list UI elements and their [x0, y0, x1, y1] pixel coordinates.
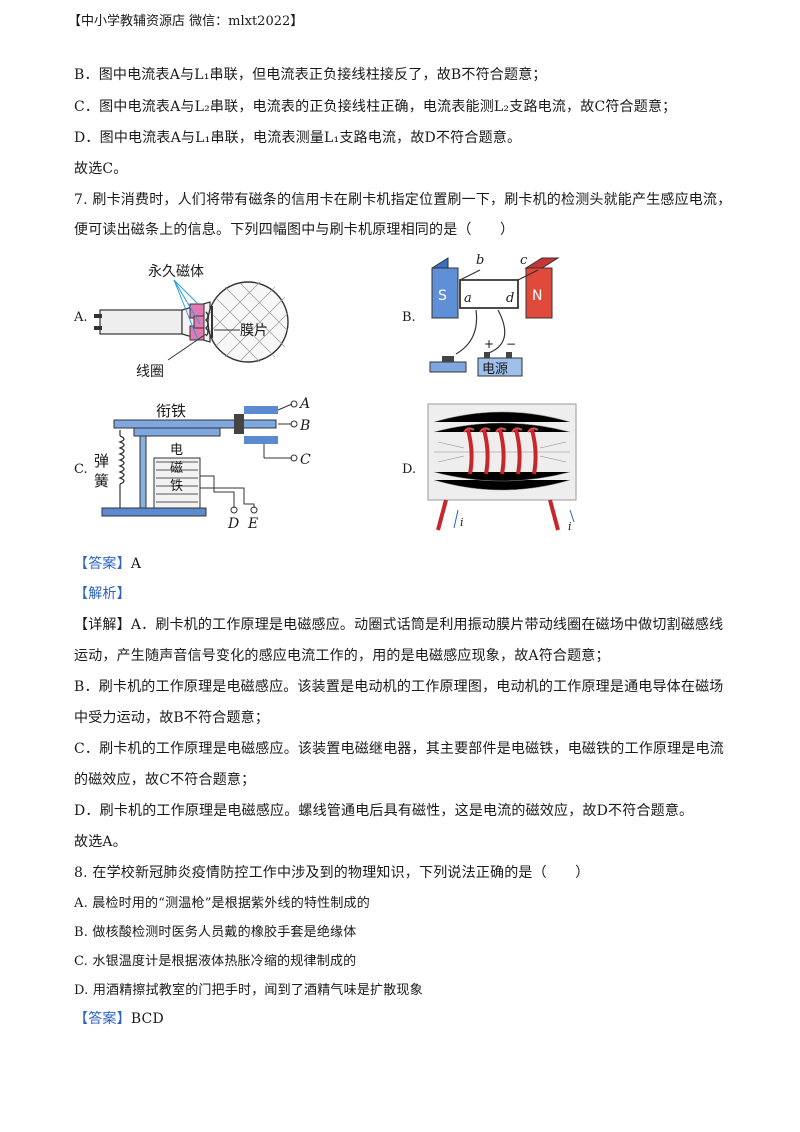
q7-figure-c-terminal-c-label: C: [300, 452, 311, 468]
q8-answer-tag: 【答案】: [74, 1011, 131, 1027]
q7-figure-a-magnet-label: 永久磁体: [148, 264, 204, 280]
q7-detail-b-line-2: 中受力运动，故B不符合题意；: [74, 710, 270, 726]
q7-figure-d-solenoid: i i: [427, 403, 577, 532]
q7-detail-b-line-1: B．刷卡机的工作原理是电磁感应。该装置是电动机的工作原理图，电动机的工作原理是通…: [74, 679, 724, 695]
q7-figure-d-current-label-1: i: [460, 516, 464, 529]
q7-figure-c-electromagnet-label-2: 磁: [170, 461, 183, 476]
q7-option-c-label: C.: [74, 462, 88, 477]
q7-figure-b-s-label: S: [438, 288, 447, 304]
q7-detail-a-line-1: 【详解】A．刷卡机的工作原理是电磁感应。动圈式话筒是利用振动膜片带动线圈在磁场中…: [74, 614, 723, 634]
q7-detail-c-line-1: C．刷卡机的工作原理是电磁感应。该装置电磁继电器，其主要部件是电磁铁，电磁铁的工…: [74, 741, 724, 757]
page-header: 【中小学教辅资源店 微信：mlxt2022】: [68, 14, 304, 29]
q7-figure-c-electromagnet-label-1: 电: [170, 443, 183, 458]
q7-figure-c-electromagnet-label-3: 铁: [170, 479, 183, 494]
q8-option-a: A. 晨检时用的“测温枪”是根据紫外线的特性制成的: [74, 896, 370, 911]
q7-figure-a-coil-label: 线圈: [136, 364, 164, 380]
q7-option-b-label: B.: [402, 310, 416, 325]
prev-option-d-text: D．图中电流表A与L₁串联，电流表测量L₁支路电流，故D不符合题意。: [74, 130, 522, 146]
q7-figure-a-microphone: 永久磁体 膜片 线圈: [94, 264, 289, 380]
q7-option-a-label: A.: [74, 310, 88, 325]
prev-option-c-text: C．图中电流表A与L₂串联，电流表的正负接线柱正确，电流表能测L₂支路电流，故C…: [74, 99, 677, 115]
q7-figure-b-b-label: b: [476, 253, 484, 268]
q7-answer: 【答案】A: [74, 553, 141, 573]
q7-analysis-tag: 【解析】: [74, 586, 131, 602]
q7-stem-line-1: 7. 刷卡消费时，人们将带有磁条的信用卡在刷卡机指定位置刷一下，刷卡机的检测头就…: [74, 192, 732, 208]
q7-figure-c-relay: 衔铁 弹 簧 电 磁 铁 A B C D E: [94, 396, 311, 532]
q7-figure-b-plus-label: +: [484, 337, 494, 351]
q7-figure-c-terminal-a-label: A: [298, 396, 310, 412]
q7-conclusion: 故选A。: [74, 834, 127, 850]
q8-answer: 【答案】BCD: [74, 1008, 164, 1028]
q8-option-c: C. 水银温度计是根据液体热胀冷缩的规律制成的: [74, 954, 357, 969]
q7-detail-c-line-2: 的磁效应，故C不符合题意；: [74, 772, 256, 788]
q7-figure-c-terminal-e-label: E: [247, 516, 258, 532]
q7-stem-line-2: 便可读出磁条上的信息。下列四幅图中与刷卡机原理相同的是（ ）: [74, 222, 515, 238]
q7-figure-b-n-label: N: [532, 288, 542, 304]
q7-figure-c-spring-label-2: 簧: [94, 472, 109, 490]
q7-detail-a-text-1: A．刷卡机的工作原理是电磁感应。动圈式话筒是利用振动膜片带动线圈在磁场中做切割磁…: [130, 617, 724, 633]
q7-detail-tag: 【详解】: [74, 617, 131, 633]
q7-answer-tag: 【答案】: [74, 556, 131, 572]
prev-option-b-text: B．图中电流表A与L₁串联，但电流表正负接线柱接反了，故B不符合题意；: [74, 67, 547, 83]
q7-figure-b-motor: S N a b c d + − 电源: [429, 253, 560, 377]
q7-figure-c-armature-label: 衔铁: [156, 402, 186, 420]
prev-conclusion: 故选C。: [74, 161, 128, 177]
q7-figure-b-d-label: d: [506, 291, 514, 306]
q7-figure-b-c-label: c: [520, 253, 528, 268]
q7-figure-b-source-label: 电源: [482, 362, 508, 377]
q7-figure-c-terminal-b-label: B: [299, 418, 310, 434]
q7-figure-c-spring-label-1: 弹: [94, 452, 109, 470]
q8-answer-value: BCD: [130, 1011, 164, 1027]
q8-option-b: B. 做核酸检测时医务人员戴的橡胶手套是绝缘体: [74, 925, 357, 940]
q7-answer-value: A: [130, 556, 142, 572]
q7-option-d-label: D.: [402, 462, 417, 477]
q8-option-d: D. 用酒精擦拭教室的门把手时，闻到了酒精气味是扩散现象: [74, 983, 423, 998]
q7-detail-d-line: D．刷卡机的工作原理是电磁感应。螺线管通电后具有磁性，这是电流的磁效应，故D不符…: [74, 803, 694, 819]
q7-detail-a-line-2: 运动，产生随声音信号变化的感应电流工作的，用的是电磁感应现象，故A符合题意；: [74, 648, 610, 664]
q7-figure-d-current-label-2: i: [568, 520, 572, 532]
q7-figure-b-a-label: a: [464, 291, 472, 306]
q8-stem: 8. 在学校新冠肺炎疫情防控工作中涉及到的物理知识，下列说法正确的是（ ）: [74, 865, 590, 881]
q7-figure-b-minus-label: −: [506, 337, 516, 351]
q7-figure-a-film-label: 膜片: [240, 323, 268, 339]
q7-figure-c-terminal-d-label: D: [227, 516, 239, 532]
